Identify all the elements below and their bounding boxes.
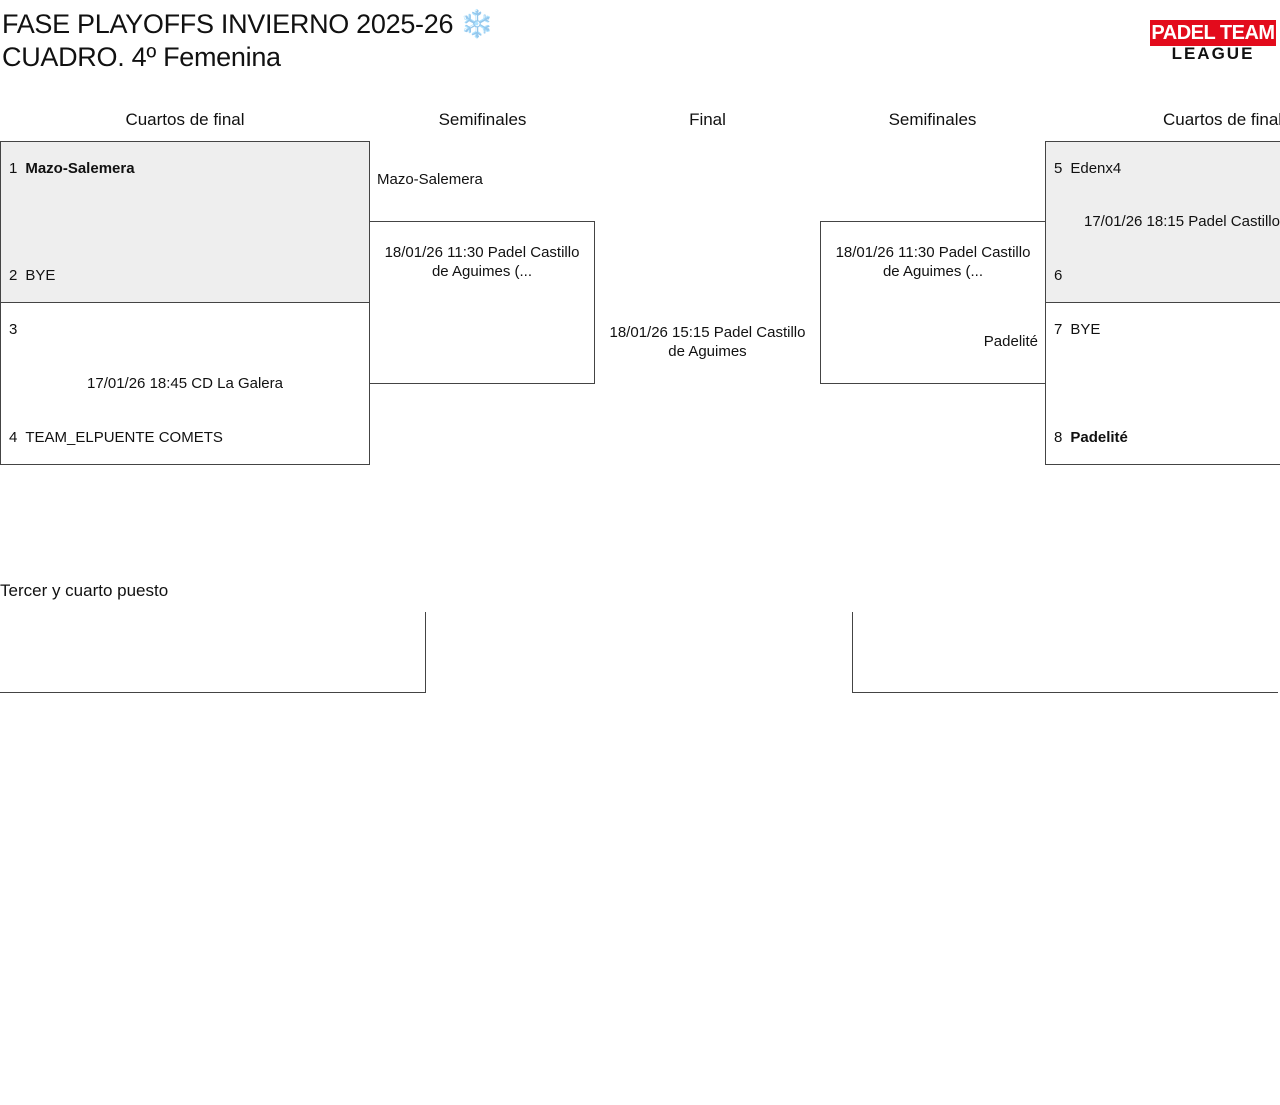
team-slot-seed-5[interactable]: 5 Edenx4 (1054, 159, 1121, 179)
seed-number: 1 (9, 160, 18, 177)
logo-bottom-text: LEAGUE (1171, 44, 1255, 63)
third-place-slot-left[interactable] (0, 612, 426, 693)
seed-number: 2 (9, 267, 18, 284)
team-name: Padelité (1070, 429, 1128, 446)
team-name: BYE (25, 267, 56, 284)
right-semi-team-bottom[interactable]: Padelité (983, 333, 1038, 350)
bracket-line (425, 612, 426, 693)
match-info: 18/01/26 11:30 Padel Castillo de Aguimes… (835, 244, 1031, 280)
page-title: FASE PLAYOFFS INVIERNO 2025-26 ❄️ (2, 9, 494, 39)
match-right-qf-1[interactable]: 5 Edenx4 17/01/26 18:15 Padel Castillo 6 (1045, 141, 1280, 303)
logo-top-text: PADEL TEAM (1150, 20, 1276, 46)
final-match-info[interactable]: 18/01/26 15:15 Padel Castillo de Aguimes (609, 324, 806, 360)
match-info: 17/01/26 18:45 CD La Galera (87, 375, 283, 392)
bracket-line (852, 612, 853, 693)
round-header-right-semis: Semifinales (888, 110, 977, 129)
team-slot-seed-1[interactable]: 1 Mazo-Salemera (9, 159, 135, 179)
team-slot-seed-6[interactable]: 6 (1054, 266, 1070, 286)
league-logo: PADEL TEAM LEAGUE (1150, 20, 1276, 62)
team-name: TEAM_ELPUENTE COMETS (25, 429, 223, 446)
seed-number: 5 (1054, 160, 1063, 177)
match-right-qf-2[interactable]: 7 BYE 8 Padelité (1045, 302, 1280, 465)
seed-number: 7 (1054, 321, 1063, 338)
bracket-line (0, 692, 426, 693)
team-slot-seed-3[interactable]: 3 (9, 320, 25, 340)
bracket-line (852, 692, 1278, 693)
team-slot-seed-8[interactable]: 8 Padelité (1054, 428, 1128, 448)
match-info: 18/01/26 11:30 Padel Castillo de Aguimes… (384, 244, 580, 280)
match-left-qf-2[interactable]: 3 17/01/26 18:45 CD La Galera 4 TEAM_ELPU… (0, 302, 370, 465)
seed-number: 6 (1054, 267, 1063, 284)
team-slot-seed-4[interactable]: 4 TEAM_ELPUENTE COMETS (9, 428, 223, 448)
match-left-qf-1[interactable]: 1 Mazo-Salemera 2 BYE (0, 141, 370, 303)
round-header-left-quarters: Cuartos de final (125, 110, 245, 129)
team-slot-seed-2[interactable]: 2 BYE (9, 266, 55, 286)
team-name: BYE (1070, 321, 1101, 338)
round-header-right-quarters: Cuartos de final (1163, 110, 1280, 129)
page-subtitle: CUADRO. 4º Femenina (2, 42, 281, 72)
seed-number: 3 (9, 321, 18, 338)
seed-number: 8 (1054, 429, 1063, 446)
round-header-final: Final (689, 110, 726, 129)
team-slot-seed-7[interactable]: 7 BYE (1054, 320, 1100, 340)
team-name: Mazo-Salemera (25, 160, 135, 177)
third-place-title: Tercer y cuarto puesto (0, 581, 169, 600)
match-left-semi[interactable]: 18/01/26 11:30 Padel Castillo de Aguimes… (370, 221, 595, 384)
team-name: Edenx4 (1070, 160, 1122, 177)
seed-number: 4 (9, 429, 18, 446)
round-header-left-semis: Semifinales (438, 110, 527, 129)
left-semi-team-top[interactable]: Mazo-Salemera (377, 171, 483, 188)
match-info: 17/01/26 18:15 Padel Castillo (1084, 213, 1280, 230)
match-right-semi[interactable]: 18/01/26 11:30 Padel Castillo de Aguimes… (820, 221, 1046, 384)
third-place-slot-right[interactable] (852, 612, 1278, 693)
